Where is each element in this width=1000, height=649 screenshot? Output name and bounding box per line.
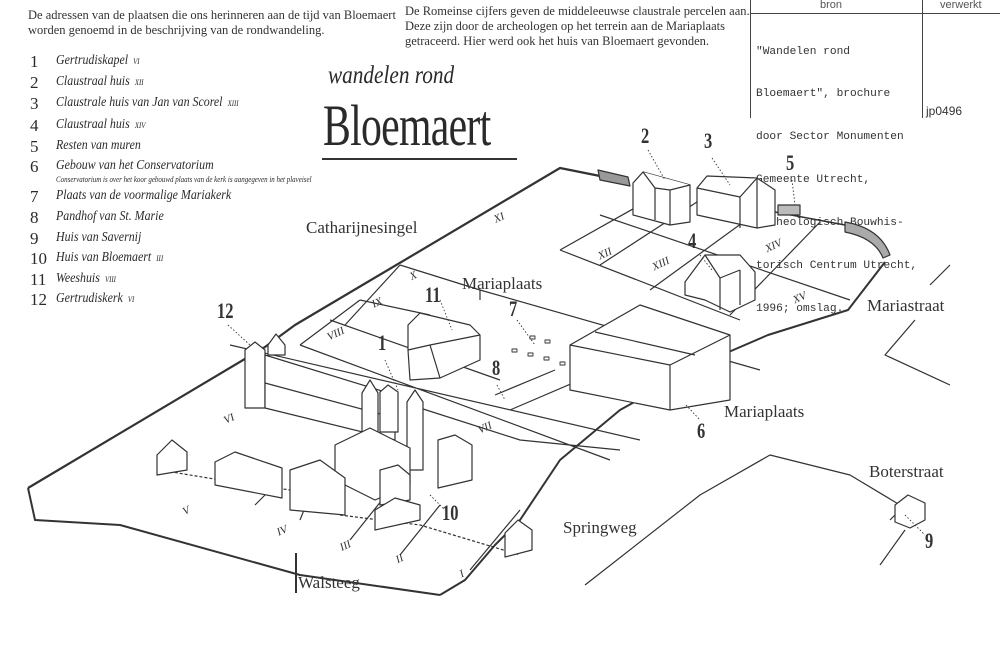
wall-segment-top [597, 169, 631, 187]
street-label-walsteeg: Walsteeg [298, 573, 360, 592]
building-3 [696, 175, 776, 229]
street-label-mariaplaats-bottom: Mariaplaats [724, 402, 805, 421]
dashed-foundation-right [339, 514, 521, 556]
legend-label: Gebouw van het Conservatorium [56, 158, 214, 173]
title-main: Bloemaert [323, 93, 491, 158]
legend-number: 6 [30, 157, 39, 176]
intro-left-line1: De adressen van de plaatsen die ons heri… [28, 8, 396, 22]
legend-number: 1 [30, 52, 39, 71]
legend-number: 4 [30, 116, 39, 135]
source-line: Bloemaert", brochure [756, 88, 891, 101]
source-line: "Wandelen rond [756, 45, 850, 58]
building-10-bloemaert-cluster [214, 427, 473, 531]
legend-number: 8 [30, 208, 39, 227]
source-line: 1996; omslag. [756, 302, 844, 315]
intro-right: De Romeinse cijfers geven de middeleeuws… [405, 4, 750, 49]
street-label-springweg: Springweg [563, 518, 637, 537]
legend-label: Pandhof van St. Marie [56, 209, 164, 224]
legend-roman: VIII [104, 275, 116, 284]
building-6-conservatorium [569, 304, 731, 411]
source-box-header-rule [750, 13, 1000, 14]
legend-label: Huis van Savernij [56, 230, 142, 245]
map-marker-9: 9 [925, 528, 934, 553]
legend-label: Resten van muren [56, 138, 141, 153]
leader-lines [227, 149, 926, 536]
legend-number: 10 [30, 249, 47, 268]
intro-left: De adressen van de plaatsen die ons heri… [28, 8, 396, 38]
site-boundary-north [27, 166, 601, 489]
source-text: "Wandelen rond Bloemaert", brochure door… [756, 16, 917, 345]
intro-left-line2: worden genoemd in de beschrijving van de… [28, 23, 325, 37]
legend-label: Claustraal huis [56, 74, 130, 89]
source-line: Gemeente Utrecht, [756, 174, 871, 187]
site-boundary-south [27, 487, 441, 596]
map-marker-8: 8 [492, 355, 501, 380]
wall-segment-curve [844, 221, 891, 259]
parcel-lines [229, 199, 851, 571]
building-4 [684, 254, 756, 313]
street-label-mariastraat: Mariastraat [867, 296, 945, 315]
street-label-catharijnesingel: Catharijnesingel [306, 218, 418, 237]
building-2 [632, 171, 691, 226]
map-marker-12: 12 [217, 298, 234, 323]
legend-roman: VI [133, 57, 140, 66]
legend-roman: XIII [227, 99, 239, 108]
intro-right-line2: Deze zijn door de archeologen op het ter… [405, 19, 725, 33]
map-marker-6: 6 [697, 418, 706, 443]
legend-number: 11 [30, 270, 47, 289]
title-subtitle: wandelen rond [328, 62, 455, 89]
source-code: jp0496 [926, 104, 963, 118]
legend-label: Weeshuis [56, 271, 100, 286]
site-boundary-mariaplaats [439, 261, 886, 596]
map-marker-11: 11 [425, 282, 441, 307]
legend-number: 2 [30, 73, 39, 92]
small-house-springweg [504, 519, 533, 558]
legend-roman: III [156, 254, 164, 263]
source-box-divider [922, 0, 923, 118]
source-line: door Sector Monumenten [756, 131, 904, 144]
source-header-verwerkt: verwerkt [940, 0, 982, 11]
legend-roman: XII [134, 78, 144, 87]
title-underline [322, 158, 517, 160]
map-marker-7: 7 [509, 296, 518, 321]
intro-right-line3: getraceerd. Hier werd ook het huis van B… [405, 34, 710, 48]
building-5-wall [777, 204, 801, 216]
street-label-boterstraat: Boterstraat [869, 462, 944, 481]
legend-label: Claustraal huis [56, 117, 130, 132]
map-marker-5: 5 [786, 150, 795, 175]
map-marker-2: 2 [641, 123, 650, 148]
small-house-left [156, 439, 188, 476]
legend-label: Claustrale huis van Jan van Scorel [56, 95, 223, 110]
source-header-bron: bron [820, 0, 843, 11]
legend-label: Huis van Bloemaert [56, 250, 152, 265]
legend-roman: VI [127, 295, 135, 304]
source-box: bron verwerkt "Wandelen rond Bloemaert",… [750, 0, 1000, 315]
legend-label: Gertrudiskerk [56, 291, 123, 306]
legend-number: 5 [30, 137, 39, 156]
source-line: torisch Centrum Utrecht, [756, 260, 918, 273]
legend-roman: XIV [134, 121, 146, 130]
street-label-mariaplaats-top: Mariaplaats [462, 274, 543, 293]
legend-label: Gertrudiskapel [56, 53, 129, 68]
legend-note: Conservatorium is over het koor gebouwd … [56, 174, 312, 184]
intro-right-line1: De Romeinse cijfers geven de middeleeuws… [405, 4, 750, 18]
legend-label: Plaats van de voormalige Mariakerk [56, 188, 232, 203]
map-marker-10: 10 [442, 500, 459, 525]
building-11 [407, 312, 481, 381]
legend-number: 7 [30, 187, 39, 206]
legend-number: 12 [30, 290, 47, 309]
map-marker-4: 4 [688, 228, 697, 253]
map-marker-3: 3 [704, 128, 713, 153]
legend-number: 9 [30, 229, 39, 248]
map-marker-1: 1 [378, 330, 387, 355]
road-mariastraat [884, 264, 951, 386]
source-box-left-border [750, 0, 751, 118]
building-9-savernij [894, 494, 926, 529]
legend-number: 3 [30, 94, 39, 113]
mariakerk-pavement-markers [511, 335, 566, 366]
road-springweg [584, 454, 901, 586]
